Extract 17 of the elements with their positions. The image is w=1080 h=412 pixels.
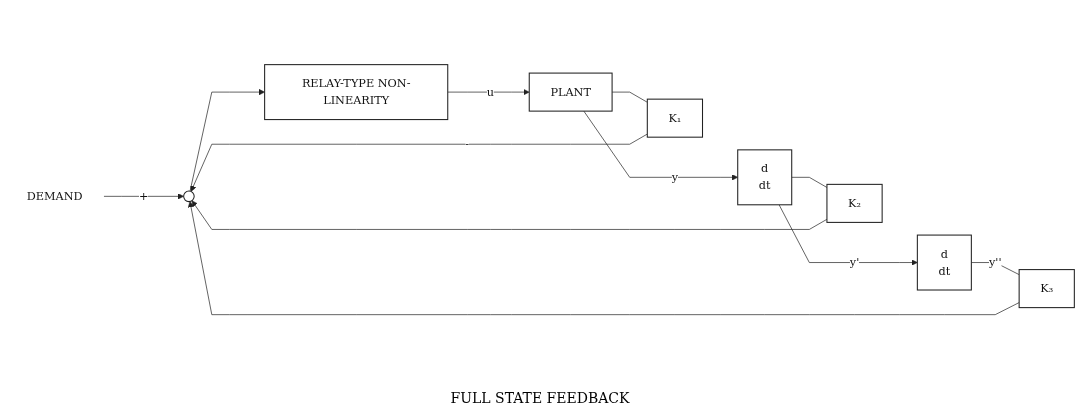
note-text: FULL STATE FEEDBACK (450, 390, 630, 406)
node-text: DEMAND (26, 189, 83, 204)
edge-label: y'' (988, 255, 1002, 270)
node-box: PLANT (528, 72, 613, 112)
connector (971, 262, 1020, 276)
node-circle (183, 190, 195, 203)
edge-label: y (671, 170, 679, 185)
edge-label: u (486, 85, 495, 99)
node-box: RELAY-TYPE NON-LINEARITY (264, 64, 449, 121)
node-box: K₃ (1018, 269, 1075, 309)
edge-label: + (138, 189, 149, 204)
edge-label: - (465, 137, 470, 151)
node-box: d dt (737, 149, 793, 206)
node-box: K₂ (826, 184, 883, 224)
node-box: K₁ (646, 98, 704, 139)
node-box: d dt (916, 234, 972, 291)
edge-label: y' (849, 255, 860, 270)
